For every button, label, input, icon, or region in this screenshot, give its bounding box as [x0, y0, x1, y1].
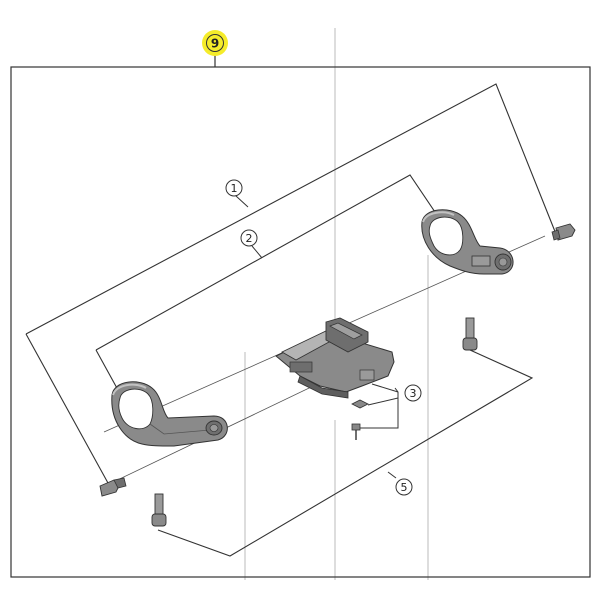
center-mount-plate — [275, 317, 395, 399]
assembly-callout-circle — [206, 34, 224, 52]
right-clamp-band — [421, 209, 514, 275]
callout-2-label: 2 — [246, 232, 253, 245]
assembly-callout-9[interactable]: 9 — [202, 30, 228, 56]
callout-3-label: 3 — [410, 387, 417, 400]
callout-5[interactable]: 5 — [395, 478, 413, 496]
bolt-left-vertical — [151, 493, 167, 527]
guide-lines — [244, 28, 429, 580]
bolt-right-top — [551, 223, 576, 241]
callout-1[interactable]: 1 — [225, 179, 243, 197]
callout-1-label: 1 — [231, 182, 238, 195]
frame-border — [10, 66, 591, 578]
callout-5-label: 5 — [401, 481, 408, 494]
small-parts-3 — [351, 399, 369, 440]
bolt-right-vertical — [462, 317, 478, 351]
assembly-frame — [10, 55, 591, 578]
bolts — [99, 223, 576, 527]
assembly-callout-label: 9 — [211, 37, 219, 51]
assembly-highlight — [202, 30, 228, 56]
callout-leaders — [235, 195, 399, 479]
left-clamp-band — [111, 381, 228, 447]
part-1-outline — [25, 83, 557, 484]
part-5-outline — [157, 349, 534, 557]
callout-3[interactable]: 3 — [404, 384, 422, 402]
bolt-left-bottom — [99, 477, 127, 497]
callout-2[interactable]: 2 — [240, 229, 258, 247]
